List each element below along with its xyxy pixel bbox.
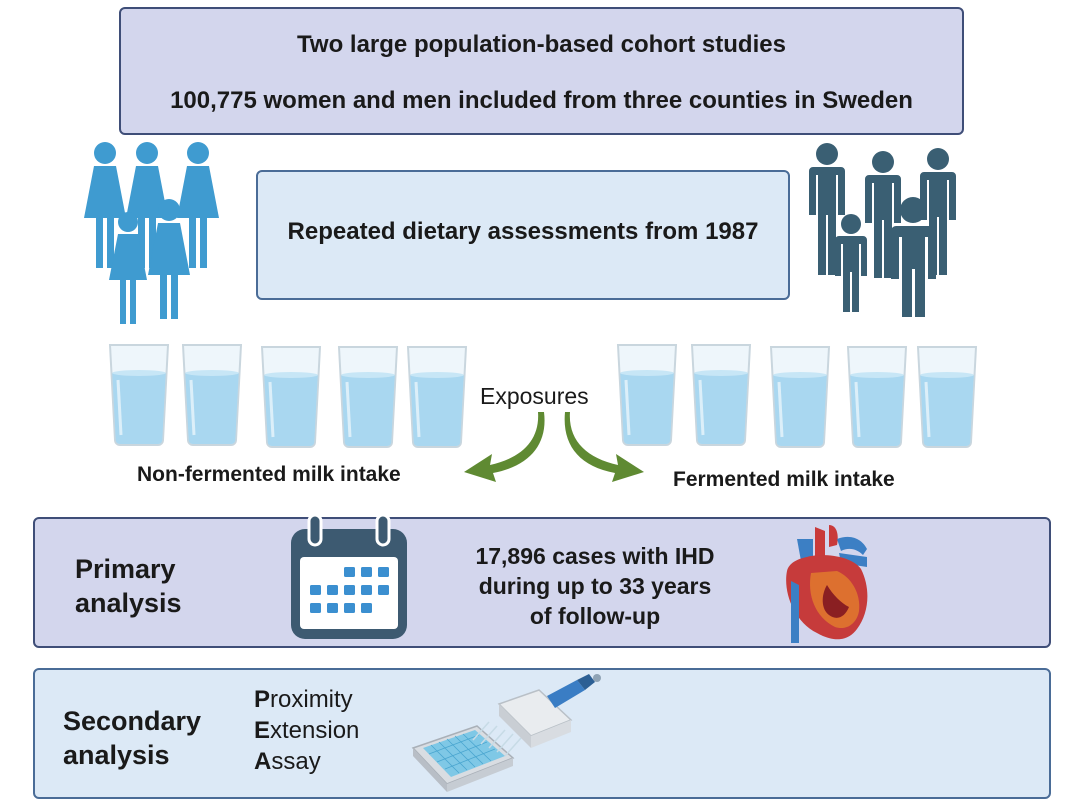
men-group-icon: [809, 143, 956, 317]
milk-glass-icon: [260, 345, 322, 449]
milk-glass-icon: [846, 345, 908, 449]
secondary-analysis-box: Secondary analysis Proximity Extension A…: [33, 668, 1051, 799]
ihd-cases-text: 17,896 cases with IHD during up to 33 ye…: [435, 541, 755, 631]
milk-glass-icon: [690, 343, 752, 447]
secondary-label-line1: Secondary: [63, 706, 202, 736]
milk-glass-icon: [181, 343, 243, 447]
fermented-milk-label: Fermented milk intake: [673, 468, 895, 491]
left-arrow-icon: [464, 412, 545, 482]
cohort-box: Two large population-based cohort studie…: [119, 7, 964, 135]
cohort-subtitle: 100,775 women and men included from thre…: [170, 87, 913, 114]
cases-line3: of follow-up: [529, 603, 661, 629]
heart-icon: [786, 525, 868, 643]
cases-line1: 17,896 cases with IHD: [475, 543, 715, 569]
pea-line-extension: Extension: [254, 717, 360, 744]
cohort-title: Two large population-based cohort studie…: [297, 31, 786, 58]
milk-glass-icon: [769, 345, 831, 449]
pea-line-assay: Assay: [254, 748, 321, 775]
dietary-assessment-text: Repeated dietary assessments from 1987: [287, 218, 759, 245]
non-fermented-milk-label: Non-fermented milk intake: [137, 463, 401, 486]
milk-glass-icon: [108, 343, 170, 447]
pipette-plate-icon: [411, 674, 601, 792]
secondary-analysis-title: Secondary analysis: [63, 704, 201, 772]
cases-line2: during up to 33 years: [478, 573, 712, 599]
calendar-icon: [291, 513, 407, 639]
pea-line-proximity: Proximity: [254, 686, 353, 713]
milk-glass-icon: [916, 345, 978, 449]
milk-glass-icon: [337, 345, 399, 449]
dietary-assessment-box: Repeated dietary assessments from 1987: [256, 170, 790, 300]
right-arrow-icon: [564, 412, 644, 482]
primary-analysis-box: Primary analysis 17,896 cases with IHD d…: [33, 513, 1051, 648]
milk-glass-icon: [406, 345, 468, 449]
primary-analysis-title: Primary analysis: [75, 552, 182, 620]
primary-label-line1: Primary: [75, 554, 176, 584]
pea-text: Proximity Extension Assay: [254, 684, 359, 777]
exposures-label: Exposures: [480, 383, 589, 409]
women-group-icon: [84, 142, 219, 324]
primary-label-line2: analysis: [75, 588, 182, 618]
secondary-label-line2: analysis: [63, 740, 170, 770]
